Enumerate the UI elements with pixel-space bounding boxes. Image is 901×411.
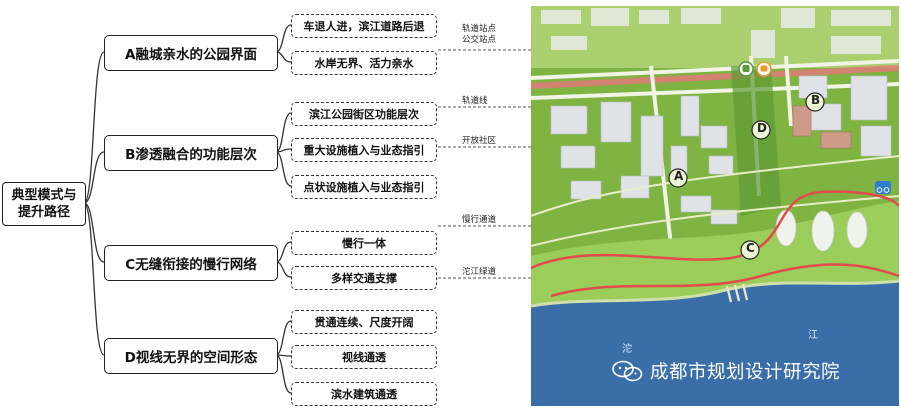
item-b3: 点状设施植入与业态指引 xyxy=(291,175,437,199)
marker-a xyxy=(668,168,688,188)
site-plan-map xyxy=(531,6,899,406)
wechat-icon xyxy=(612,360,643,382)
label-rail-line: 轨道线 xyxy=(462,96,488,106)
river-char-jiang: 江 xyxy=(808,330,818,341)
river-char-tuo: 沱 xyxy=(622,344,632,355)
marker-d xyxy=(751,120,771,140)
item-d3: 滨水建筑通透 xyxy=(291,382,437,406)
item-c1: 慢行一体 xyxy=(291,231,437,255)
label-riverside-greenway: 沱江绿道 xyxy=(462,267,497,277)
item-d1: 贯通连续、尺度开阔 xyxy=(291,310,437,334)
marker-d-label: D xyxy=(757,121,767,135)
label-transit-stations: 轨道站点 公交站点 xyxy=(462,24,497,45)
label-open-community: 开放社区 xyxy=(462,136,497,146)
item-c2: 多样交通支撑 xyxy=(291,266,437,290)
bicycle-icon xyxy=(875,181,891,194)
marker-c-label: C xyxy=(746,241,755,255)
marker-a-label: A xyxy=(674,169,684,183)
marker-c xyxy=(740,240,760,260)
item-a1: 车退人进，滨江道路后退 xyxy=(291,14,437,38)
category-b: B渗透融合的功能层次 xyxy=(104,135,278,171)
item-b1: 滨江公园街区功能层次 xyxy=(291,102,437,126)
bus-station-icon xyxy=(756,61,772,77)
item-d2: 视线通透 xyxy=(291,345,437,369)
category-a: A融城亲水的公园界面 xyxy=(104,35,278,71)
train-station-icon xyxy=(738,61,754,77)
item-b2: 重大设施植入与业态指引 xyxy=(291,138,437,162)
item-a2: 水岸无界、活力亲水 xyxy=(291,51,437,75)
marker-b xyxy=(805,92,825,112)
watermark-text: 成都市规划设计研究院 xyxy=(650,362,841,383)
marker-b-label: B xyxy=(811,93,821,107)
category-d: D视线无界的空间形态 xyxy=(104,338,278,374)
category-c: C无缝衔接的慢行网络 xyxy=(104,245,278,281)
root-node: 典型模式与 提升路径 xyxy=(2,182,86,226)
label-slow-lane: 慢行通道 xyxy=(462,215,497,225)
